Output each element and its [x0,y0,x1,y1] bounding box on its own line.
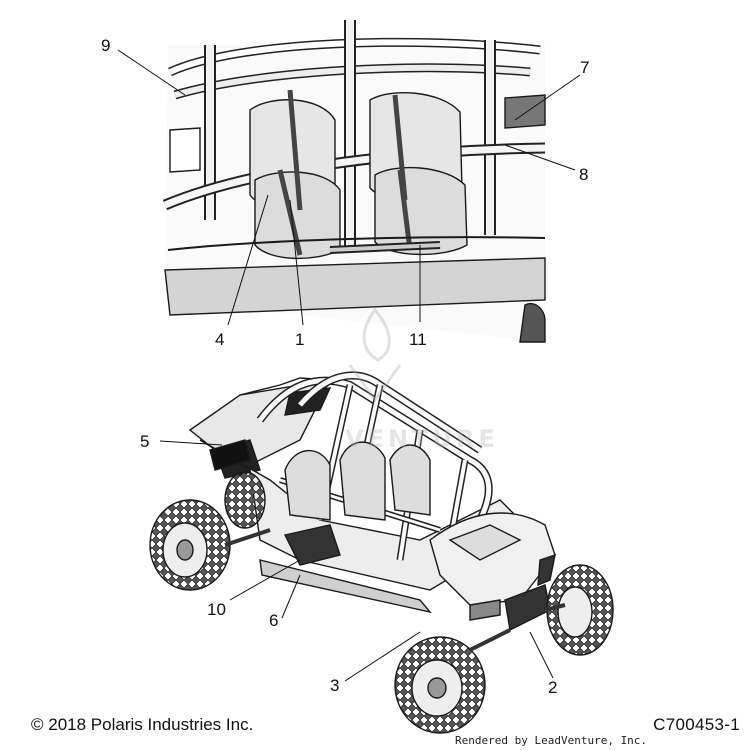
callout-3: 3 [330,676,340,695]
callout-1: 1 [295,330,305,349]
copyright-text: © 2018 Polaris Industries Inc. [31,715,254,734]
front-left-wheel [394,636,486,734]
watermark-logo [348,307,402,403]
callout-8: 8 [579,165,589,184]
watermark-text: VENTURE [345,425,499,453]
callout-10: 10 [207,600,226,619]
callout-5: 5 [140,432,150,451]
callout-leaders [117,49,581,682]
callout-4: 4 [215,330,225,349]
rear-left-wheel [149,499,231,591]
cage-closeup-view [162,20,546,343]
callout-7: 7 [580,58,590,77]
callout-6: 6 [269,611,279,630]
callout-11: 11 [409,330,427,349]
rendered-by-credit: Rendered by LeadVenture, Inc. [455,734,648,747]
vehicle-iso-view [149,371,614,734]
rear-right-wheel [224,471,266,529]
callout-2: 2 [548,678,558,697]
callout-9: 9 [101,36,111,55]
front-right-wheel [546,564,614,656]
diagram-code: C700453-1 [653,715,740,734]
